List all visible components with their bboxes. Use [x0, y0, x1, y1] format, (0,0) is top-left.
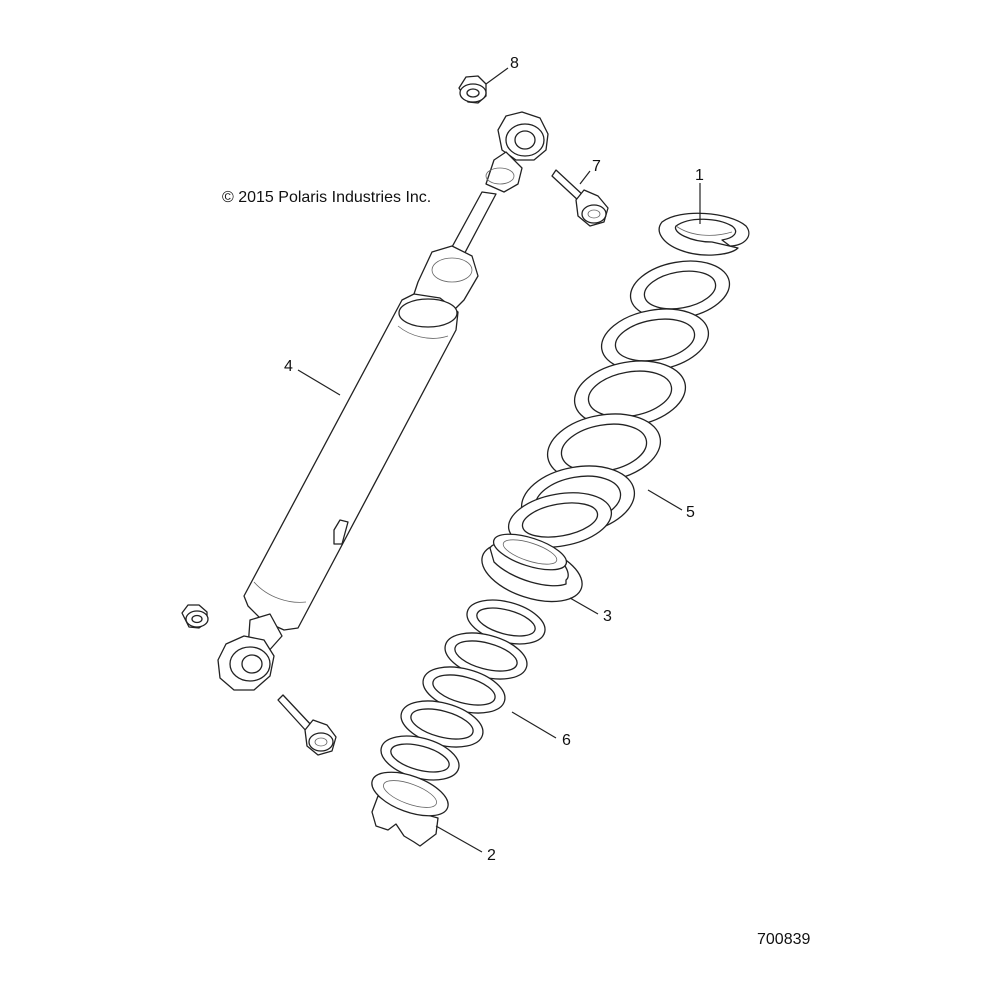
leader-lines: [297, 67, 701, 853]
spring-adapter: [481, 533, 583, 603]
main-spring: [507, 260, 731, 548]
callout-2: 2: [487, 847, 496, 864]
bushing-top: [458, 75, 487, 104]
callout-3: 3: [603, 608, 612, 625]
callout-7: 7: [592, 158, 601, 175]
retainer-clip: [658, 212, 750, 256]
lower-spring-seat: [371, 771, 449, 847]
drawing-number: 700839: [757, 931, 811, 948]
copyright-notice: © 2015 Polaris Industries Inc.: [222, 189, 432, 206]
callout-8: 8: [510, 55, 519, 72]
shock-absorber: [217, 111, 549, 691]
bolt-top: [551, 169, 609, 227]
callout-6: 6: [562, 732, 571, 749]
bolt-bottom: [277, 694, 337, 756]
bushing-bottom: [181, 604, 209, 629]
tender-spring: [380, 599, 546, 781]
callout-1: 1: [695, 167, 704, 184]
callout-4: 4: [284, 358, 293, 375]
callout-5: 5: [686, 504, 695, 521]
